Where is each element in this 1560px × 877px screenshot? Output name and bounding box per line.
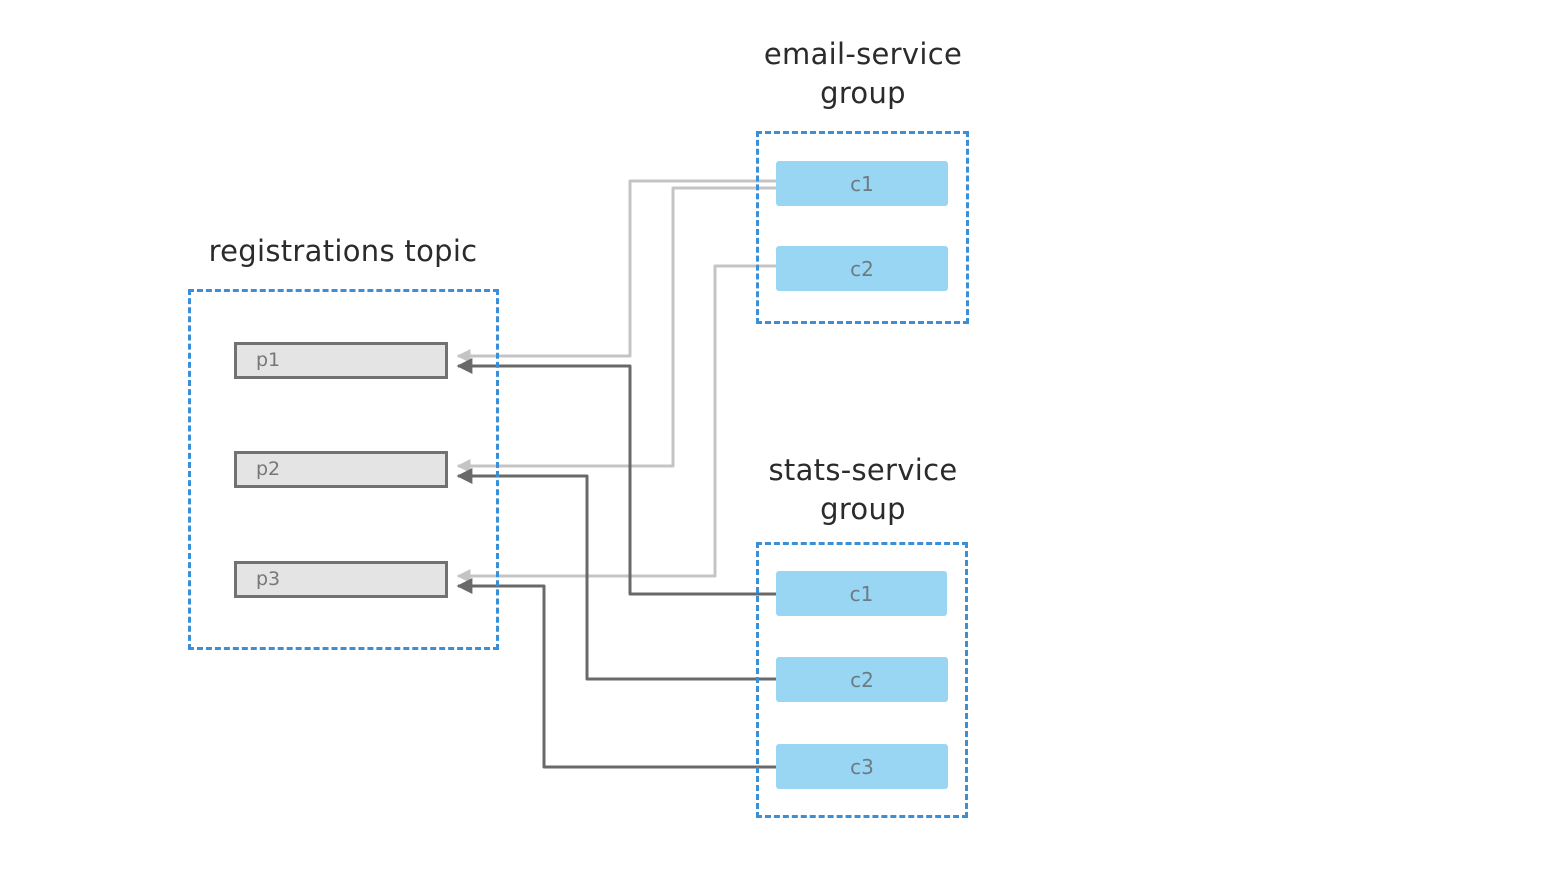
email-group-title-line1: email-service bbox=[763, 37, 963, 71]
partition-label: p3 bbox=[256, 568, 281, 590]
consumer-label: c3 bbox=[850, 755, 874, 779]
partition-p2: p2 bbox=[234, 451, 448, 488]
consumer-label: c1 bbox=[849, 582, 874, 606]
email-consumer-c1: c1 bbox=[776, 161, 948, 206]
stats-group-links bbox=[456, 358, 776, 769]
stats-group-title: stats-service group bbox=[738, 451, 988, 529]
topic-title: registrations topic bbox=[188, 232, 498, 271]
stats-group-link-c3-p3 bbox=[456, 578, 776, 769]
stats-consumer-c2: c2 bbox=[776, 657, 948, 702]
consumer-label: c2 bbox=[850, 668, 874, 692]
email-group-links bbox=[456, 179, 776, 583]
stats-group-title-line2: group bbox=[820, 492, 906, 526]
consumer-label: c2 bbox=[850, 257, 874, 281]
partition-p3: p3 bbox=[234, 561, 448, 598]
email-consumer-c2: c2 bbox=[776, 246, 948, 291]
partition-label: p1 bbox=[256, 349, 281, 371]
topic-title-text: registrations topic bbox=[208, 234, 478, 268]
email-group-link-c2-p3 bbox=[456, 264, 776, 583]
email-group-link-c1-p1 bbox=[456, 179, 776, 363]
partition-p1: p1 bbox=[234, 342, 448, 379]
stats-group-link-c2-p2 bbox=[456, 468, 776, 681]
consumer-label: c1 bbox=[850, 172, 874, 196]
email-group-box bbox=[756, 131, 969, 324]
stats-consumer-c1: c1 bbox=[776, 571, 947, 616]
stats-consumer-c3: c3 bbox=[776, 744, 948, 789]
topic-box bbox=[188, 289, 499, 650]
email-group-link-c1-p2 bbox=[456, 186, 776, 473]
stats-group-link-c1-p1 bbox=[456, 358, 776, 596]
stats-group-title-line1: stats-service bbox=[768, 453, 958, 487]
email-group-title: email-service group bbox=[738, 35, 988, 113]
partition-label: p2 bbox=[256, 458, 281, 480]
stats-group-box bbox=[756, 542, 968, 818]
email-group-title-line2: group bbox=[820, 76, 906, 110]
